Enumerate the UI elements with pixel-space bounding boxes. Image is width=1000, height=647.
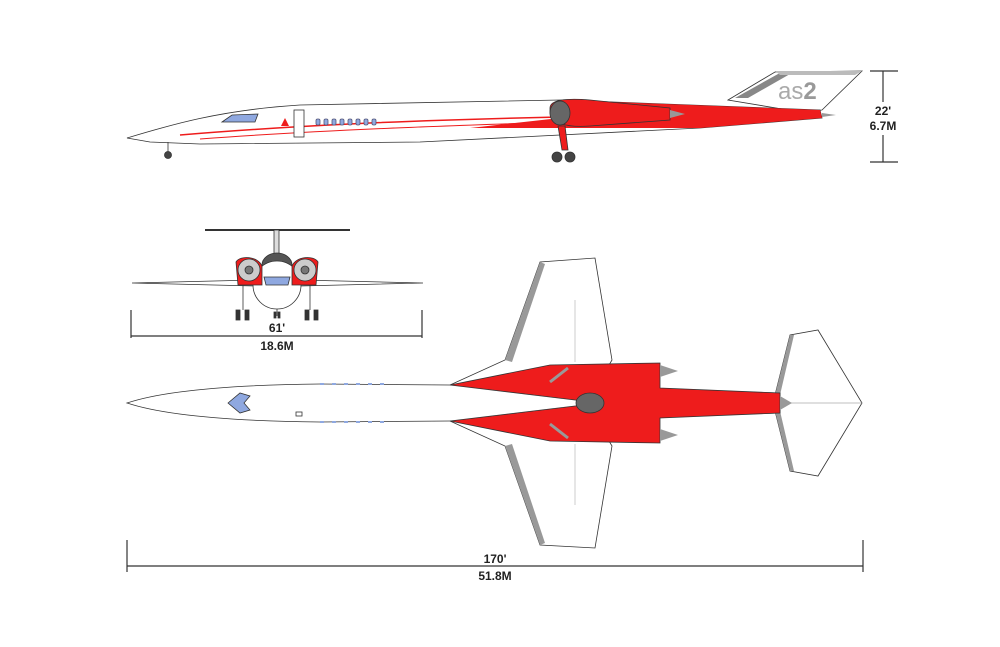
- height-meters-label: 6.7M: [870, 119, 897, 133]
- side-view: as2: [126, 70, 863, 163]
- side-cabin-windows: [315, 118, 377, 126]
- wingspan-meters-label: 18.6M: [260, 339, 293, 353]
- top-center-engine: [575, 392, 605, 414]
- top-cockpit-window: [227, 392, 251, 414]
- front-view: [131, 229, 424, 321]
- height-feet-label: 22': [875, 104, 891, 118]
- front-engine-left: [235, 257, 263, 286]
- side-a-logo: [281, 118, 289, 126]
- front-engine-right: [291, 257, 319, 286]
- side-cockpit-window: [220, 113, 259, 123]
- top-cabin-windows: [320, 383, 384, 423]
- height-dimension: [870, 70, 898, 163]
- front-cockpit-window: [263, 276, 291, 286]
- side-door: [293, 109, 305, 138]
- wingspan-dimension: [130, 310, 423, 338]
- length-feet-label: 170': [484, 552, 507, 566]
- tail-logo: as2: [778, 78, 817, 105]
- length-meters-label: 51.8M: [478, 569, 511, 583]
- front-landing-gear: [235, 285, 319, 321]
- top-view: [125, 257, 863, 549]
- side-landing-gear: [164, 125, 576, 163]
- wingspan-feet-label: 61': [269, 321, 285, 335]
- length-dimension: [126, 540, 864, 572]
